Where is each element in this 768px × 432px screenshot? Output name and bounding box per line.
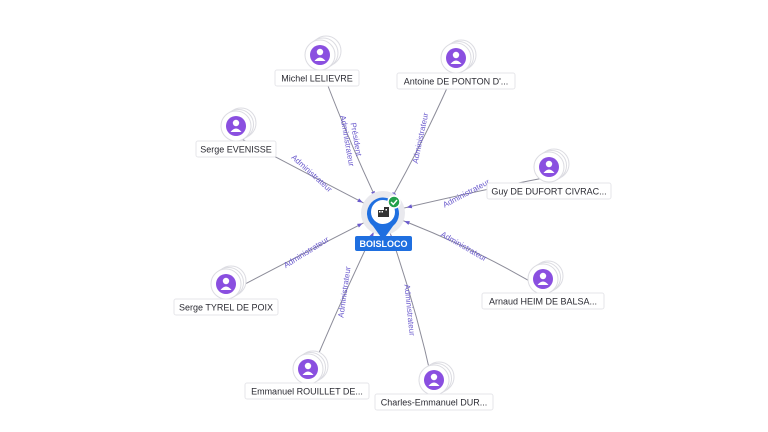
edge-label: Administrateur [282, 235, 331, 270]
person-node-tyrel[interactable]: Serge TYREL DE POIX [173, 265, 279, 316]
person-label-box [195, 140, 277, 158]
person-icon-head [430, 373, 438, 381]
person-node-charles[interactable]: Charles-Emmanuel DUR... [374, 361, 494, 411]
person-icon-head [452, 51, 460, 59]
person-icon-head [316, 48, 324, 56]
person-node-evenisse[interactable]: Serge EVENISSE [195, 107, 277, 158]
edge-label-group: Administrateur [402, 284, 416, 337]
person-icon-body [537, 281, 549, 285]
person-icon-head [539, 272, 547, 280]
person-name: Guy DE DUFORT CIVRAC... [491, 187, 606, 197]
edge-label: Administrateur [289, 153, 334, 194]
person-icon-head [304, 362, 312, 370]
person-label-box [481, 292, 605, 310]
person-name: Emmanuel ROUILLET DE... [251, 387, 363, 397]
person-name: Antoine DE PONTON D'... [404, 77, 509, 87]
edge-label-group: Administrateur [439, 230, 488, 264]
edge-label-group: Administrateur [441, 177, 491, 209]
company-name: BOISLOCO [359, 239, 407, 249]
edge-label: Administrateur [441, 177, 491, 209]
edge-label-group: Administrateur [289, 153, 334, 194]
edge-line [382, 176, 550, 214]
edge-label: Administrateur [402, 284, 416, 337]
company-node[interactable]: BOISLOCO [355, 191, 412, 251]
edge-label: Administrateur [336, 266, 352, 319]
person-label-box [173, 298, 279, 316]
person-node-heim[interactable]: Arnaud HEIM DE BALSA... [481, 260, 605, 310]
person-node-ponton[interactable]: Antoine DE PONTON D'... [396, 39, 516, 90]
person-label-box [486, 182, 612, 200]
person-icon-body [220, 286, 232, 290]
person-icon-body [314, 57, 326, 61]
person-name: Arnaud HEIM DE BALSA... [489, 297, 597, 307]
nodes-layer: Michel LELIEVRE Antoine DE PONTON D'... Se… [173, 35, 612, 411]
person-icon-body [543, 169, 555, 173]
person-icon-body [428, 382, 440, 386]
person-name: Michel LELIEVRE [281, 74, 353, 84]
person-name: Charles-Emmanuel DUR... [381, 398, 488, 408]
edge-label: Administrateur [411, 112, 431, 165]
edge-ponton: Administrateur [382, 67, 457, 214]
arrow-head [404, 221, 410, 225]
person-node-rouillet[interactable]: Emmanuel ROUILLET DE... [244, 350, 370, 400]
person-icon-body [302, 371, 314, 375]
person-icon-body [450, 60, 462, 64]
person-node-dufort[interactable]: Guy DE DUFORT CIVRAC... [486, 148, 612, 200]
person-label-box [396, 72, 516, 90]
person-name: Serge EVENISSE [200, 145, 272, 155]
person-name: Serge TYREL DE POIX [179, 303, 273, 313]
person-icon-head [545, 160, 553, 168]
person-icon-body [230, 128, 242, 132]
person-label-box [244, 382, 370, 400]
person-icon-head [222, 277, 230, 285]
building-icon [378, 207, 389, 217]
person-label-box [374, 393, 494, 411]
person-label-box [274, 69, 360, 87]
edge-label-group: Administrateur [411, 112, 431, 165]
verified-check-icon [387, 195, 401, 209]
edge-label-group: Administrateur [282, 235, 331, 270]
arrow-head [357, 223, 363, 228]
company-label-box [355, 236, 412, 251]
edge-tyrel: Administrateur [225, 212, 384, 295]
person-node-lelievre[interactable]: Michel LELIEVRE [274, 35, 360, 87]
arrow-head [406, 204, 413, 209]
person-icon-head [232, 119, 240, 127]
edge-label-group: Administrateur [336, 266, 352, 319]
arrow-head [357, 198, 363, 203]
edge-label: Administrateur [439, 230, 488, 264]
